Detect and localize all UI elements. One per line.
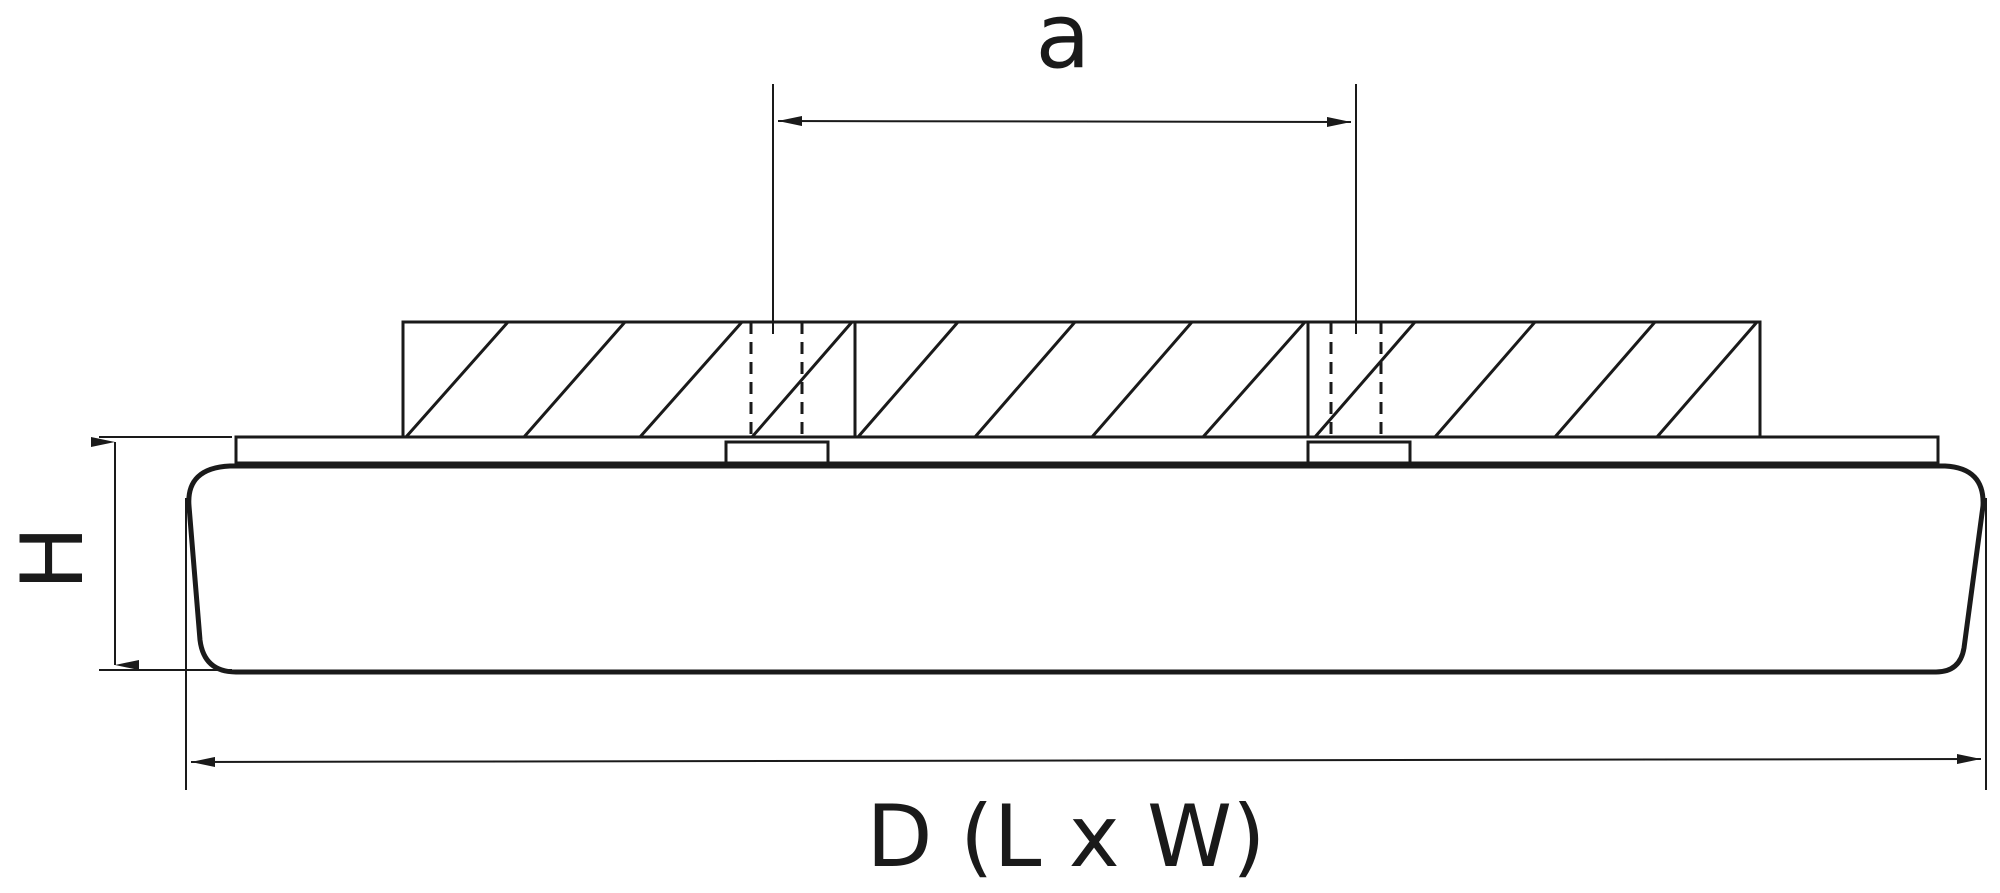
dimension-d-label: D (L x W) [866,787,1265,887]
ceiling-mount-bar [401,320,1762,439]
base-plate [234,435,1940,465]
dimension-d [185,498,1987,790]
dimension-a-label: a [1035,0,1090,89]
screw-hole-left [749,320,804,455]
lamp-body [186,463,1986,675]
hatch-pattern [404,321,1759,438]
dimension-h-label: H [3,526,103,591]
dimension-h [91,436,232,671]
dimension-a [772,84,1357,334]
